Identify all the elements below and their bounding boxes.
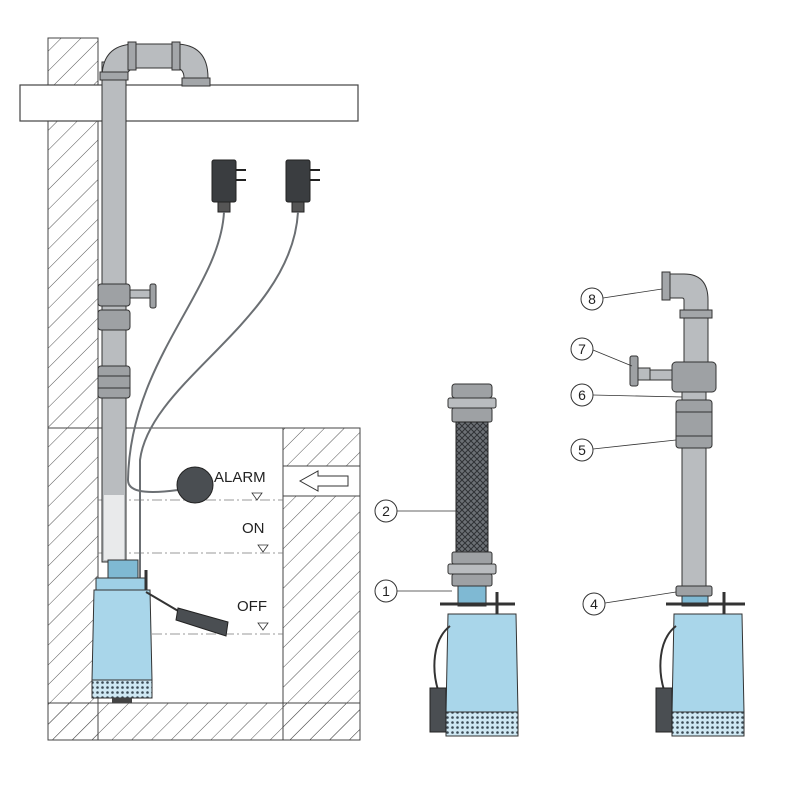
on-triangle-icon: [257, 544, 269, 553]
alarm-plug: [211, 159, 246, 213]
callout-1: 1: [374, 579, 452, 603]
alarm-float: [176, 466, 214, 504]
top-elbow: [669, 273, 709, 313]
callout-2-label: 2: [382, 503, 390, 519]
left-wall: [47, 37, 99, 741]
upper-pipe: [683, 317, 709, 367]
lower-pipe: [681, 447, 707, 589]
floor-slab: [19, 84, 359, 122]
hose-connection-assembly: [429, 383, 519, 737]
alarm-cable: [126, 211, 225, 493]
pump-plug: [285, 159, 320, 213]
riser-coupling: [97, 365, 131, 399]
sump-installation: ALARM ON OFF: [19, 37, 361, 741]
callout-7: 7: [570, 337, 633, 367]
callout-8: 8: [580, 287, 663, 311]
hose-top-fitting: [451, 383, 493, 399]
alarm-triangle-icon: [251, 492, 263, 501]
rigid-pump: [655, 592, 745, 737]
callout-7-label: 7: [578, 341, 586, 357]
callout-4-label: 4: [590, 596, 598, 612]
on-label: ON: [242, 520, 265, 537]
callout-6: 6: [570, 383, 683, 407]
sump-pump: [91, 559, 153, 703]
valve-handwheel-icon: [629, 355, 639, 387]
riser-valve-body: [97, 283, 131, 307]
callout-5: 5: [570, 438, 677, 462]
callout-2: 2: [374, 499, 456, 523]
off-triangle-icon: [257, 622, 269, 631]
callout-1-label: 1: [382, 583, 390, 599]
callout-6-label: 6: [578, 387, 586, 403]
pump-cable: [139, 211, 299, 580]
off-label: OFF: [237, 598, 267, 615]
inlet-arrow-icon: [298, 470, 349, 492]
hose-mesh: [455, 421, 489, 553]
pump-float-switch: [175, 607, 229, 637]
callout-8-label: 8: [588, 291, 596, 307]
callout-5-label: 5: [578, 442, 586, 458]
alarm-label: ALARM: [214, 469, 266, 486]
rigid-pipe-assembly: [629, 271, 745, 737]
callout-4: 4: [582, 591, 677, 616]
hose-pump: [429, 585, 519, 737]
valve-body: [671, 361, 717, 393]
coupling: [675, 399, 713, 449]
riser-valve-handwheel-icon: [149, 283, 157, 309]
